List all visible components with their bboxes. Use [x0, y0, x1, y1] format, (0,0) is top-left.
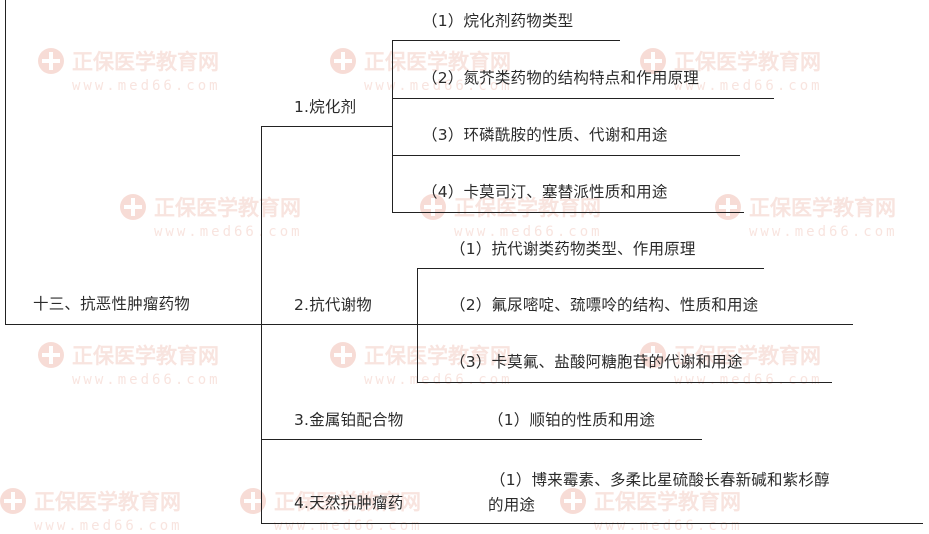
watermark-logo-icon	[715, 194, 741, 220]
root-underline	[5, 324, 261, 326]
watermark-logo-icon	[560, 488, 586, 514]
branch-2-label: 2.抗代谢物	[294, 296, 372, 314]
watermark-logo-icon	[38, 48, 64, 74]
branch-3-label: 3.金属铂配合物	[294, 411, 404, 429]
branch-1-item: （2）氮芥类药物的结构特点和作用原理	[422, 69, 699, 87]
branch-3-item: （1）顺铂的性质和用途	[488, 411, 656, 429]
root-topic: 十三、抗恶性肿瘤药物	[33, 295, 191, 313]
branch-1-item: （1）烷化剂药物类型	[422, 12, 574, 30]
branch-2-underline	[261, 324, 417, 326]
watermark-logo-icon	[330, 342, 356, 368]
watermark-logo-icon	[0, 488, 26, 514]
branch-1-item-line	[392, 155, 740, 157]
watermark-logo-icon	[120, 194, 146, 220]
branch-1-connector	[392, 40, 394, 212]
branch-1-item: （4）卡莫司汀、塞替派性质和用途	[422, 183, 668, 201]
branch-2-item: （2）氟尿嘧啶、巯嘌呤的结构、性质和用途	[450, 296, 759, 314]
watermark-logo-icon	[330, 48, 356, 74]
branch-2-item: （1）抗代谢类药物类型、作用原理	[450, 240, 696, 258]
branch-1-item-line	[392, 40, 620, 42]
branch-1-item-line	[392, 98, 774, 100]
branch-3-underline	[261, 439, 702, 441]
branch-1-item-line	[392, 212, 744, 214]
root-connector-vertical	[5, 0, 7, 324]
branch-1-underline	[261, 126, 392, 128]
branch-2-item-line	[417, 324, 853, 326]
branch-4-item: （1）博来霉素、多柔比星硫酸长春新碱和紫杉醇	[490, 471, 830, 489]
branch-1-item: （3）环磷酰胺的性质、代谢和用途	[422, 126, 668, 144]
branch-4-underline	[261, 523, 923, 525]
watermark-logo-icon	[38, 342, 64, 368]
branch-4-item-continuation: 的用途	[488, 496, 536, 514]
branch-4-label: 4.天然抗肿瘤药	[294, 494, 404, 512]
branch-2-item: （3）卡莫氟、盐酸阿糖胞苷的代谢和用途	[450, 353, 743, 371]
branch-2-item-line	[417, 268, 764, 270]
branch-1-label: 1.烷化剂	[294, 98, 357, 116]
branch-2-item-line	[417, 382, 832, 384]
